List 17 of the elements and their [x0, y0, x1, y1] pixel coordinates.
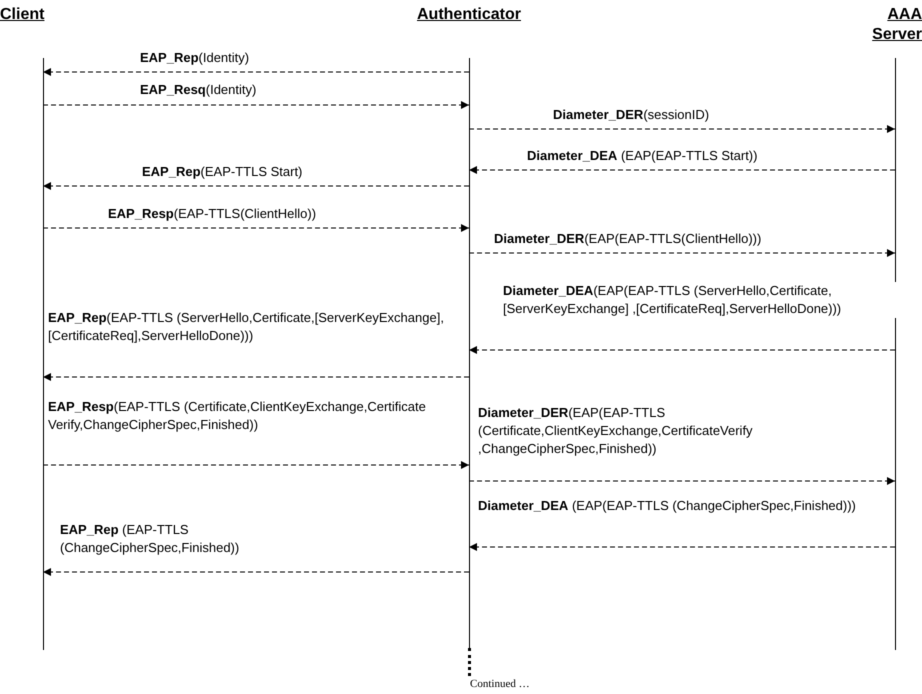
dashed-arrow [468, 249, 896, 257]
dashed-arrow [42, 182, 470, 190]
dashed-arrow [42, 568, 470, 576]
dashed-arrow [468, 166, 896, 174]
lifeline-title: Authenticator [416, 5, 522, 25]
lifeline-title: AAA Server [871, 5, 922, 45]
dashed-arrow [42, 461, 470, 469]
lifeline-title: Client [0, 5, 46, 25]
dashed-arrow [468, 543, 896, 551]
dashed-arrow [42, 68, 470, 76]
dashed-arrow [42, 101, 470, 109]
dashed-arrow [468, 477, 896, 485]
dashed-arrow [42, 224, 470, 232]
dashed-arrow [468, 125, 896, 133]
dashed-arrow [42, 373, 470, 381]
dashed-arrow [468, 346, 896, 354]
continuation-note: Continued … [470, 677, 530, 691]
